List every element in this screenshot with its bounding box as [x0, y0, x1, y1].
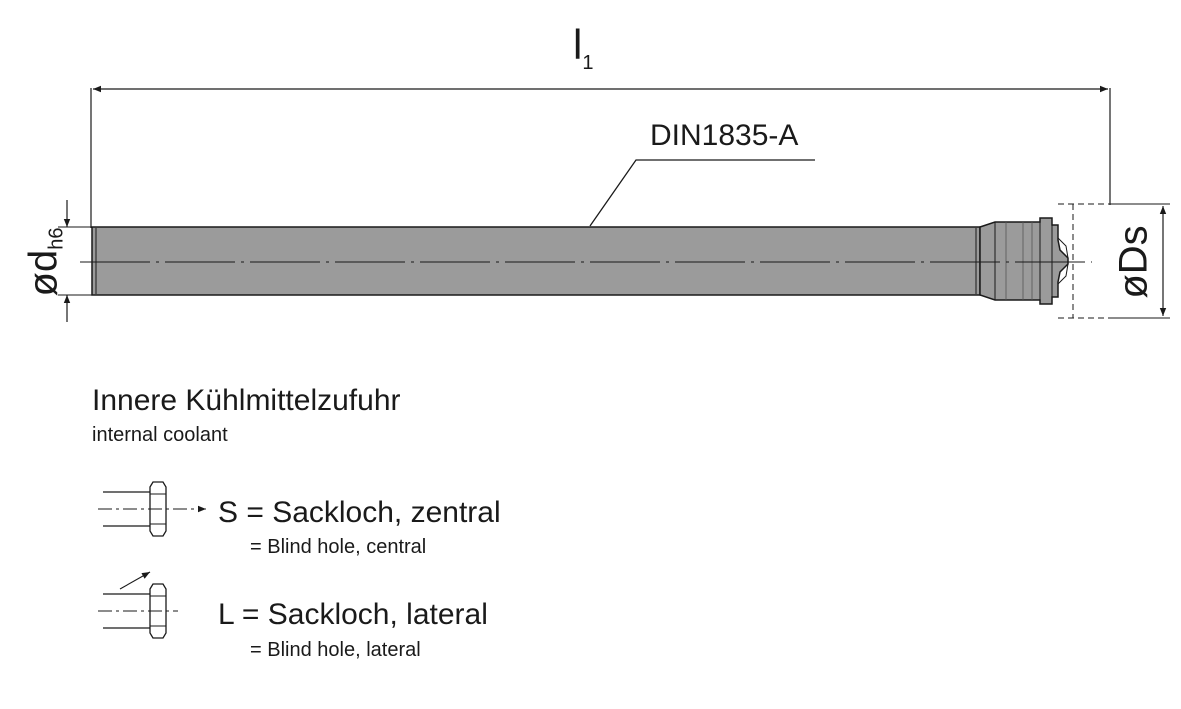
coolant-option-lateral-label: L = Sackloch, lateral	[218, 598, 488, 631]
overall-length-label: l1	[573, 21, 594, 74]
tool-shank	[91, 226, 981, 296]
coolant-title: Innere Kühlmittelzufuhr	[92, 384, 401, 417]
coolant-option-lateral-translation: = Blind hole, lateral	[250, 639, 421, 661]
coolant-lateral-symbol	[98, 571, 178, 639]
coolant-central-symbol	[98, 481, 206, 537]
shank-diameter-tolerance: h6	[45, 227, 68, 250]
shank-diameter-dimension	[58, 200, 92, 322]
cutter-diameter-label: øDs	[1111, 225, 1156, 299]
overall-length-dimension	[90, 85, 1111, 228]
overall-length-subscript: 1	[582, 52, 594, 74]
shank-diameter-symbol: ød	[21, 249, 66, 297]
cutter-head	[979, 203, 1110, 319]
overall-length-symbol: l	[573, 21, 583, 68]
coolant-subtitle: internal coolant	[92, 424, 228, 446]
din-note-leader	[589, 159, 815, 227]
shank-standard-note: DIN1835-A	[650, 119, 799, 152]
coolant-option-central-label: S = Sackloch, zentral	[218, 496, 501, 529]
cutter-diameter-dimension	[1110, 203, 1170, 319]
shank-diameter-label: ødh6	[22, 228, 69, 297]
coolant-option-central-translation: = Blind hole, central	[250, 536, 427, 558]
